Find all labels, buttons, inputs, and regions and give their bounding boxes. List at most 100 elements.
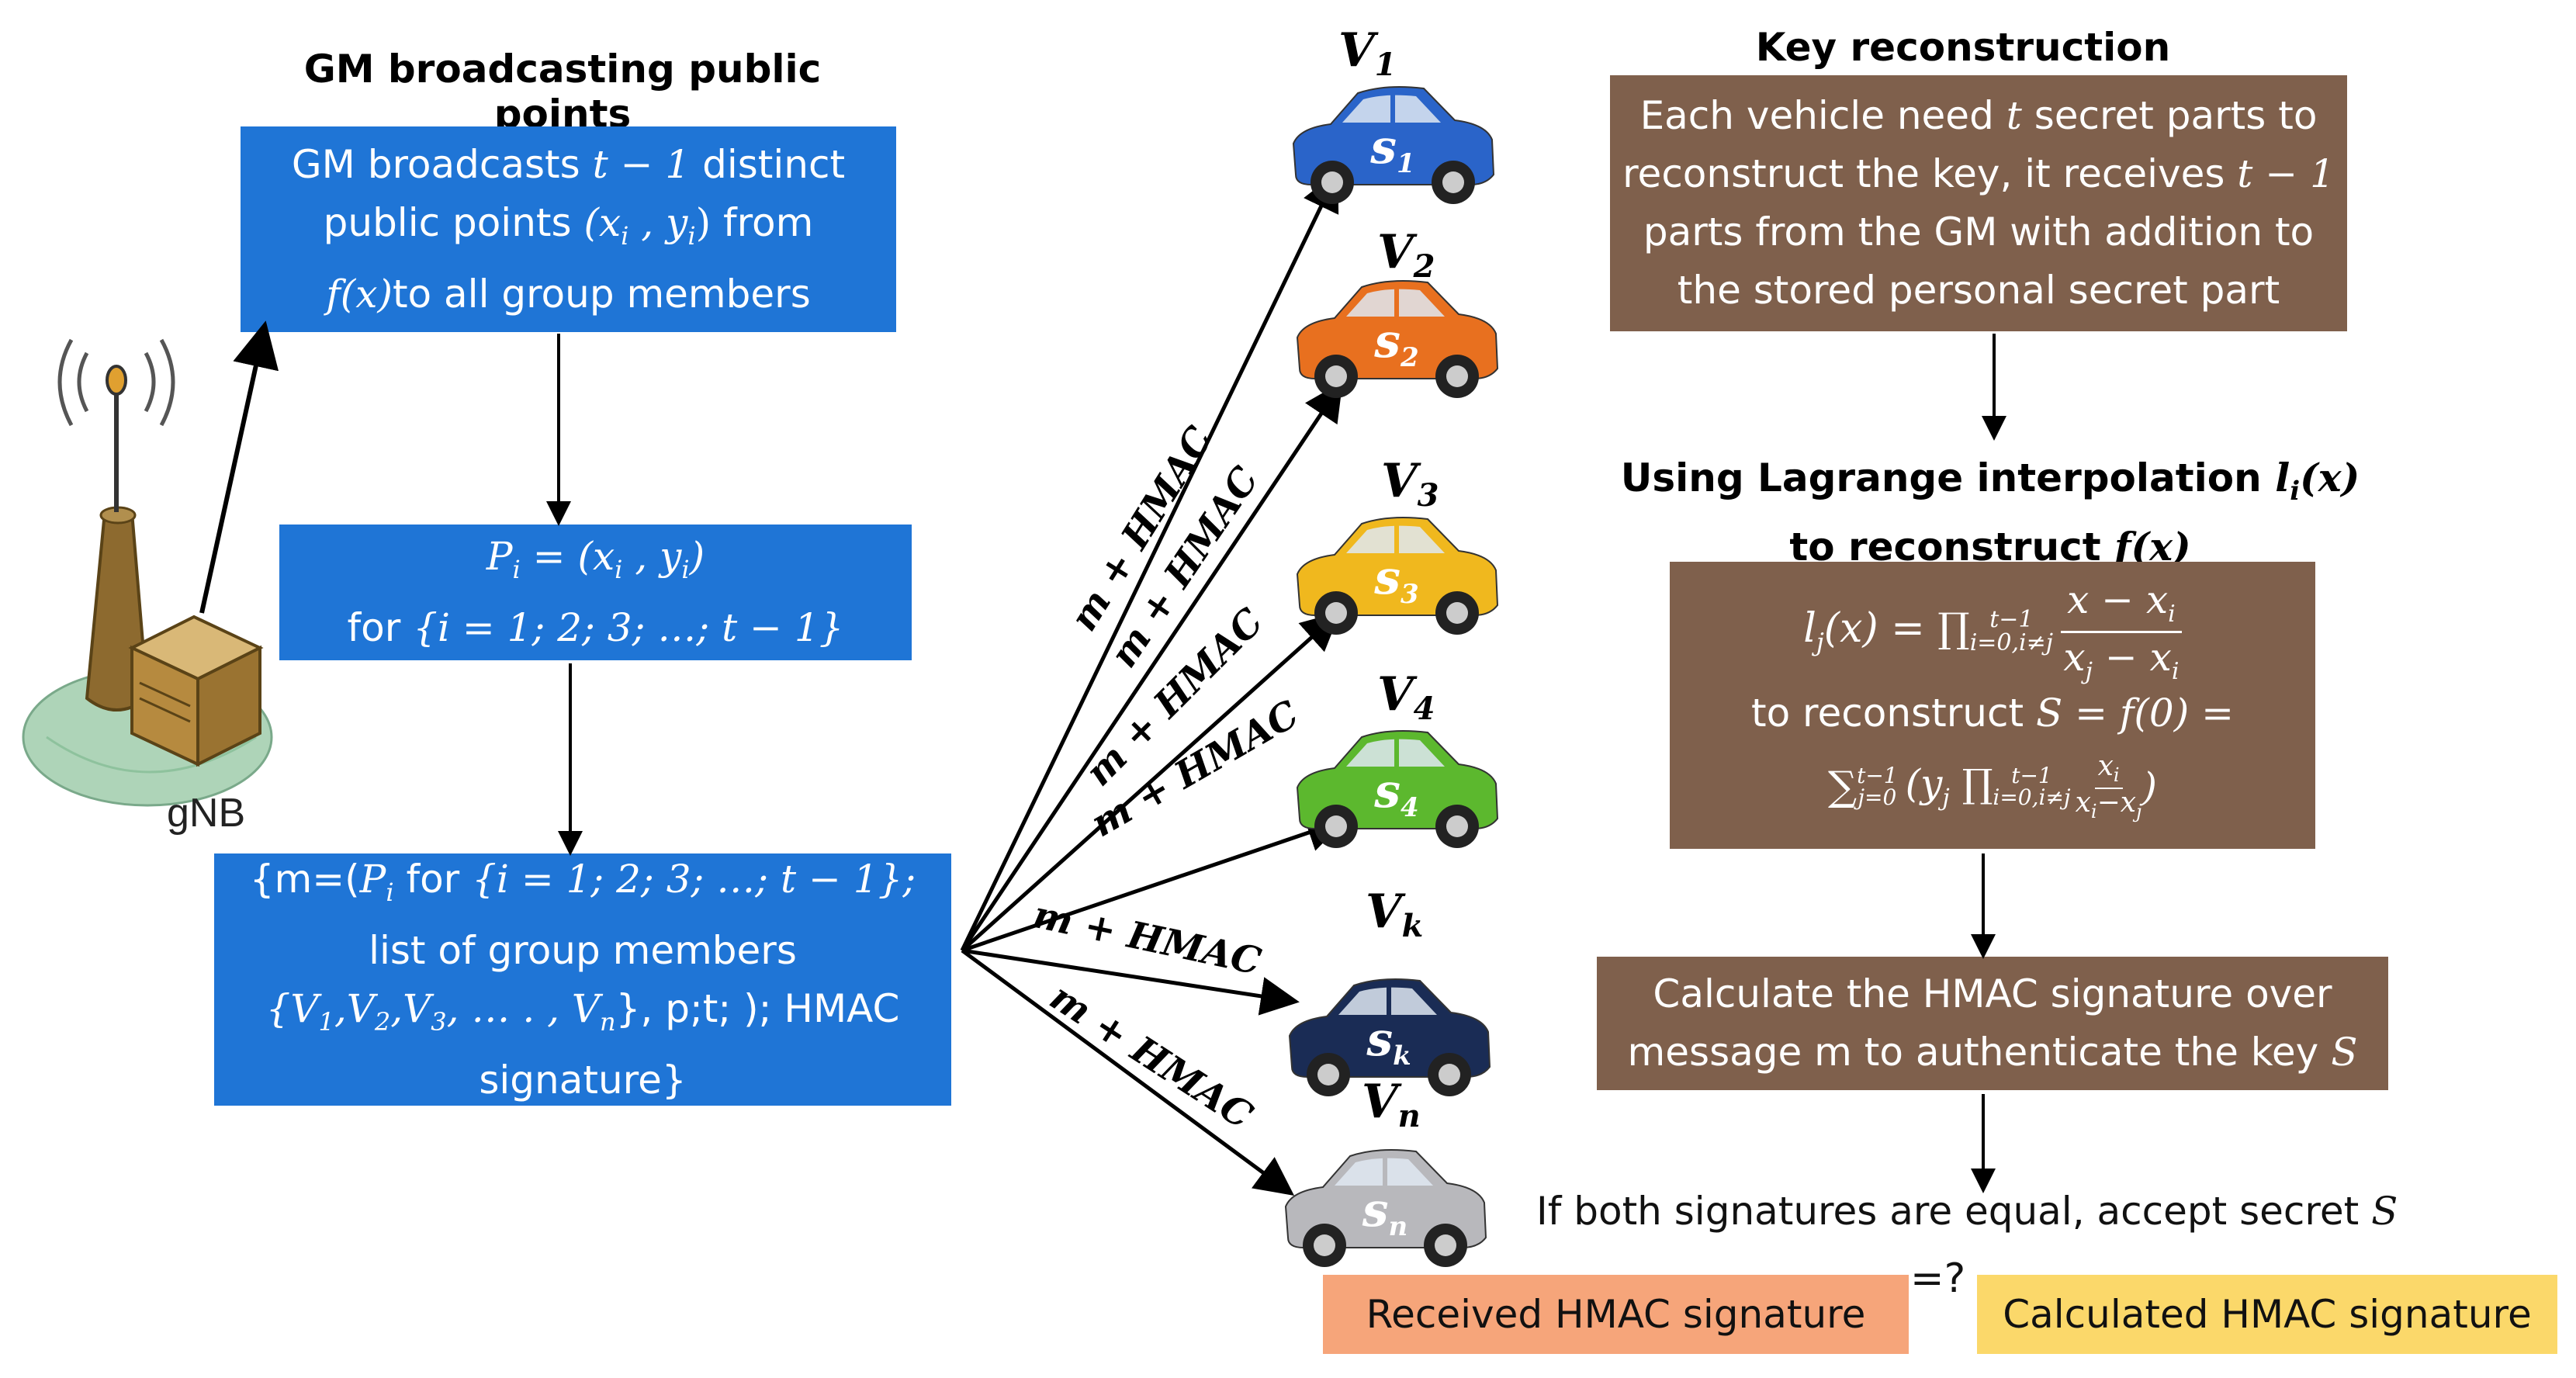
message-v2-sub: 2 [374,1006,391,1037]
frac-den-sub: j [2085,657,2093,685]
vehicle-label-4: V4 [1377,667,1435,727]
lagrange-formula-1: lj(x) = ∏ t−1 i=0,i≠j x − xi xj − xi [1803,580,2182,685]
s-eq-f0: S = f(0) = [2035,691,2235,736]
message-signature: signature} [479,1057,687,1103]
vehicle-label-5: Vk [1366,885,1423,944]
recon-text-2a: reconstruct the key, it receives [1622,151,2225,196]
message-for: for [406,856,460,902]
broadcast-box: GM broadcasts t − 1 distinct public poin… [241,126,896,332]
points-yi-sub: i [681,555,690,584]
lagrange-li-sub: i [2290,476,2301,507]
prod-sub: i=0,i≠j [1969,629,2054,656]
points-p: P [486,534,513,579]
compare-sign: =? [1910,1255,1966,1302]
car-hub-1-1 [1442,171,1464,193]
message-list-label: list of group members [369,927,797,973]
fan-arrow-2 [960,381,1343,952]
points-p-sub: i [512,555,521,584]
inner-den-2: −x [2096,786,2137,819]
secret-label-2: s2 [1373,314,1418,373]
edge-label-5: m + HMAC [1030,893,1265,984]
frac-num: x − x [2067,576,2169,622]
points-xi: = (x [520,534,615,579]
message-v3-sub: 3 [431,1006,447,1037]
message-tail: }, p;t; ); HMAC [615,985,900,1031]
car-hub-6-0 [1314,1234,1335,1256]
recon-text-3: parts from the GM with addition to [1643,209,2315,254]
secret-label-1: s1 [1369,120,1414,179]
frac-den-2-sub: i [2171,657,2180,685]
hmac-calc-text-2: message m to authenticate the key [1627,1030,2319,1075]
vehicle-4: s4 [1296,730,1499,848]
lagrange-li-arg: (x) [2300,455,2360,500]
broadcast-text-2a: public points [323,199,572,245]
broadcast-xi-sub: i [621,220,629,251]
car-hub-2-0 [1325,365,1347,387]
message-v1-sub: 1 [318,1006,334,1037]
gnb-tower-icon [22,338,273,807]
vehicle-label-3: V3 [1381,454,1439,514]
vehicle-label-6: Vn [1362,1075,1421,1134]
broadcast-text-3b: to all group members [392,271,811,317]
secret-label-5: sk [1366,1013,1411,1072]
vehicle-5: sk [1288,978,1491,1096]
vehicle-6: sn [1284,1149,1487,1267]
lagrange-box: lj(x) = ∏ t−1 i=0,i≠j x − xi xj − xi to … [1670,562,2315,849]
broadcast-fx: f(x) [326,271,393,317]
car-hub-1-0 [1321,171,1343,193]
calculated-signature-box: Calculated HMAC signature [1977,1275,2557,1354]
car-hub-6-1 [1435,1234,1456,1256]
message-vn-sub: n [600,1006,616,1037]
hmac-calc-key-s: S [2331,1030,2358,1075]
accept-text-label: If both signatures are equal, accept sec… [1536,1189,2360,1234]
lj-eq-prod: (x) = ∏ [1823,605,1970,653]
frac-num-sub: i [2168,600,2176,628]
fan-arrow-6 [961,948,1295,1196]
recon-t: t [2006,93,2022,138]
broadcast-text-2g: from [723,199,814,245]
message-box: {m=(Pi for {i = 1; 2; 3; …; t − 1}; list… [214,853,951,1106]
gnb-to-broadcast-arrow [199,320,279,614]
sum-sub: j=0 [1858,784,1897,810]
broadcast-yi: , y [628,199,688,245]
hmac-calc-text-1: Calculate the HMAC signature over [1653,971,2332,1016]
recon-text-4: the stored personal secret part [1677,268,2280,313]
car-hub-3-1 [1446,602,1468,624]
hmac-calc-box: Calculate the HMAC signature over messag… [1597,957,2388,1090]
message-vn: , … . , V [446,985,601,1031]
received-signature-box: Received HMAC signature [1323,1275,1909,1354]
vehicle-3: s3 [1296,517,1499,635]
right-title: Key reconstruction [1755,25,2171,70]
points-close: ) [689,534,705,579]
lj-sub: j [1816,627,1824,657]
points-range: {i = 1; 2; 3; …; t − 1} [413,605,844,650]
broadcast-t-minus-1: t − 1 [592,141,691,187]
vehicle-2: s2 [1296,280,1499,398]
broadcast-close: ) [695,199,712,245]
inner-prod-sub: i=0,i≠j [1993,784,2071,810]
message-v2: ,V [334,985,375,1031]
vehicle-1: s1 [1292,86,1495,204]
lagrange-formula-2: to reconstruct S = f(0) = [1751,682,2234,744]
points-yi: , y [622,534,682,579]
vehicle-label-1: V1 [1338,23,1396,83]
points-xi-sub: i [615,555,623,584]
recon-t-minus-1: t − 1 [2237,151,2335,196]
gnb-label: gNB [167,791,245,836]
recon-text-1c: secret parts to [2034,93,2318,138]
inner-num-sub: i [2113,764,2120,787]
fan-arrow-3 [961,611,1341,952]
recon-s-text: to reconstruct [1750,691,2024,736]
points-for: for [347,605,401,650]
broadcast-text-1c: distinct [702,141,846,187]
inner-den-sub: i [2090,800,2097,822]
edge-label-6: m + HMAC [1042,975,1260,1137]
fan-arrow-5 [961,948,1300,1016]
accept-text: If both signatures are equal, accept sec… [1536,1189,2405,1234]
inner-den: x [2075,786,2091,819]
sum-symbol: ∑ [1827,763,1858,810]
secret-label-6: sn [1362,1183,1408,1242]
message-open: {m=( [249,856,360,902]
